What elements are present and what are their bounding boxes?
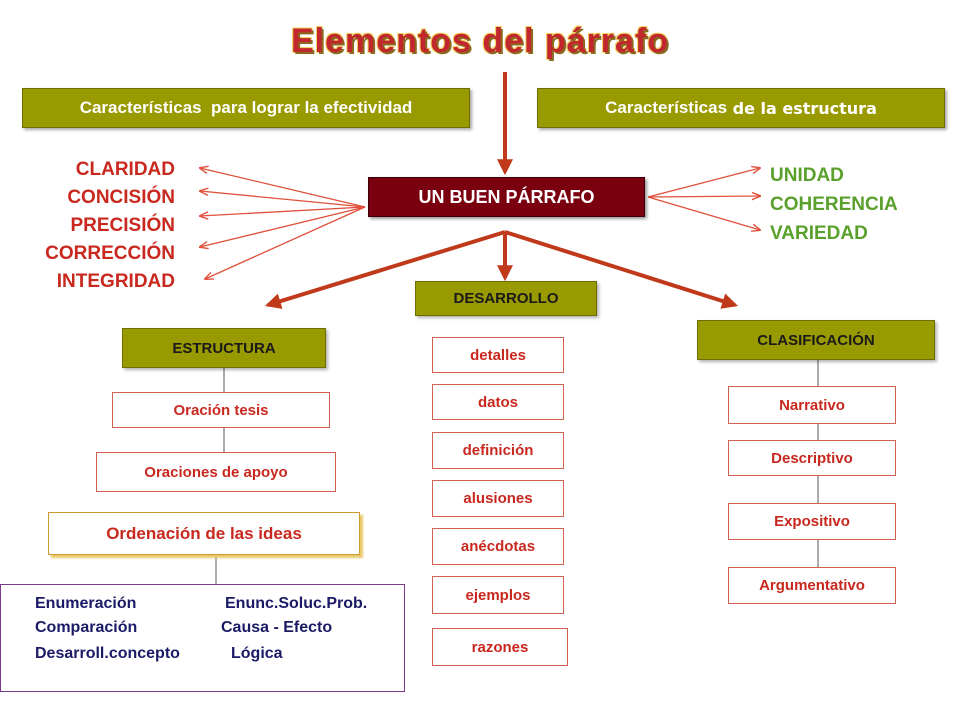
- ordering-row: Comparación Causa - Efecto: [35, 619, 332, 637]
- desarrollo-item: detalles: [432, 337, 564, 373]
- arrow-variedad: [647, 196, 760, 230]
- desarrollo-item: alusiones: [432, 480, 564, 517]
- clasificacion-item: Argumentativo: [728, 567, 896, 604]
- ordenacion-box: Ordenación de las ideas: [48, 512, 360, 555]
- ordering-types-box: Enumeración Enunc.Soluc.Prob. Comparación…: [0, 584, 405, 692]
- arrow-correccion: [200, 206, 366, 247]
- ordering-row: Desarroll.concepto Lógica: [35, 645, 283, 663]
- ordering-left: Enumeración: [35, 595, 137, 612]
- clasificacion-item: Expositivo: [728, 503, 896, 540]
- desarrollo-item: ejemplos: [432, 576, 564, 614]
- center-to-estructura-arrow: [264, 230, 506, 309]
- ordering-right: Causa - Efecto: [221, 619, 333, 636]
- arrow-precision: [200, 206, 366, 216]
- arrow-concision: [200, 191, 366, 208]
- ordering-row: Enumeración Enunc.Soluc.Prob.: [35, 595, 367, 613]
- header-structure-label-2: de la estructura: [727, 98, 877, 118]
- effectiveness-item: CONCISIÓN: [67, 187, 175, 208]
- header-structure: Características de la estructura: [537, 88, 945, 128]
- header-effectiveness: Características para lograr la efectivid…: [22, 88, 470, 128]
- oraciones-apoyo-box: Oraciones de apoyo: [96, 452, 336, 492]
- ordering-right: Enunc.Soluc.Prob.: [225, 595, 368, 612]
- effectiveness-list: CLARIDAD CONCISIÓN PRECISIÓN CORRECCIÓN …: [10, 156, 175, 296]
- arrow-integridad: [205, 206, 366, 279]
- ordering-left: Comparación: [35, 619, 138, 636]
- arrow-claridad: [200, 168, 366, 208]
- header-structure-label-1: Características: [605, 98, 728, 117]
- ordering-left: Desarroll.concepto: [35, 645, 180, 662]
- structure-traits-list: UNIDAD COHERENCIA VARIEDAD: [770, 161, 950, 248]
- effectiveness-item: PRECISIÓN: [70, 215, 175, 236]
- diagram-title: Elementos del párrafo: [290, 22, 670, 60]
- structure-trait: COHERENCIA: [770, 194, 898, 215]
- center-to-clasificacion-arrow: [504, 230, 739, 309]
- desarrollo-item: anécdotas: [432, 528, 564, 565]
- effectiveness-item: INTEGRIDAD: [56, 271, 175, 292]
- desarrollo-node: DESARROLLO: [415, 281, 597, 316]
- header-effectiveness-label: Características para lograr la efectivid…: [79, 98, 413, 117]
- estructura-node: ESTRUCTURA: [122, 328, 326, 368]
- effectiveness-item: CLARIDAD: [75, 159, 175, 180]
- structure-trait: UNIDAD: [770, 165, 844, 186]
- arrow-unidad: [647, 168, 760, 198]
- ordering-right: Lógica: [231, 645, 283, 662]
- clasificacion-item: Descriptivo: [728, 440, 896, 476]
- desarrollo-item: razones: [432, 628, 568, 666]
- effectiveness-item: CORRECCIÓN: [45, 243, 175, 264]
- structure-trait: VARIEDAD: [770, 223, 868, 244]
- oracion-tesis-box: Oración tesis: [112, 392, 330, 428]
- desarrollo-item: definición: [432, 432, 564, 469]
- desarrollo-item: datos: [432, 384, 564, 420]
- arrow-coherencia: [647, 196, 760, 197]
- center-node: UN BUEN PÁRRAFO: [368, 177, 645, 217]
- clasificacion-node: CLASIFICACIÓN: [697, 320, 935, 360]
- clasificacion-item: Narrativo: [728, 386, 896, 424]
